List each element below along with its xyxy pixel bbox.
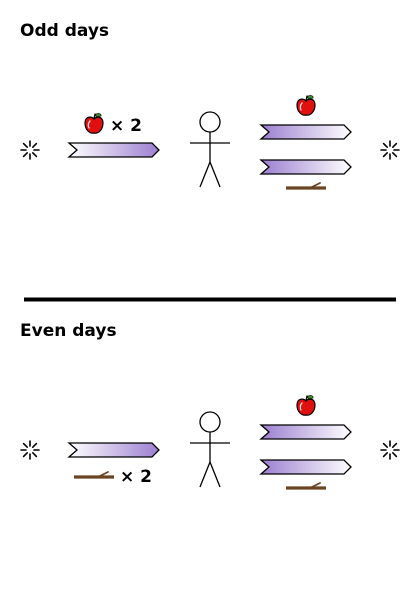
section-title: Odd days bbox=[20, 21, 109, 41]
output-arrow-stick bbox=[260, 159, 352, 175]
section-title: Even days bbox=[20, 321, 117, 341]
stick-icon bbox=[284, 181, 328, 190]
input-multiplier: × 2 bbox=[120, 467, 152, 487]
output-arrow-apple bbox=[260, 124, 352, 140]
sun-burst-icon bbox=[380, 140, 400, 160]
input-arrow bbox=[68, 442, 160, 458]
apple-icon bbox=[296, 94, 316, 116]
stick-icon bbox=[284, 481, 328, 490]
sun-burst-icon bbox=[20, 440, 40, 460]
stick-icon bbox=[72, 470, 116, 479]
sun-burst-icon bbox=[380, 440, 400, 460]
apple-icon bbox=[84, 112, 104, 134]
stick-figure-icon bbox=[189, 111, 231, 188]
section-odd-days: Odd days × 2 bbox=[20, 21, 400, 190]
input-arrow bbox=[68, 142, 160, 158]
section-even-days: Even days × 2 bbox=[20, 321, 400, 490]
sun-burst-icon bbox=[20, 140, 40, 160]
stick-figure-icon bbox=[189, 411, 231, 488]
apple-icon bbox=[296, 394, 316, 416]
output-arrow-apple bbox=[260, 424, 352, 440]
input-multiplier: × 2 bbox=[110, 116, 142, 136]
output-arrow-stick bbox=[260, 459, 352, 475]
